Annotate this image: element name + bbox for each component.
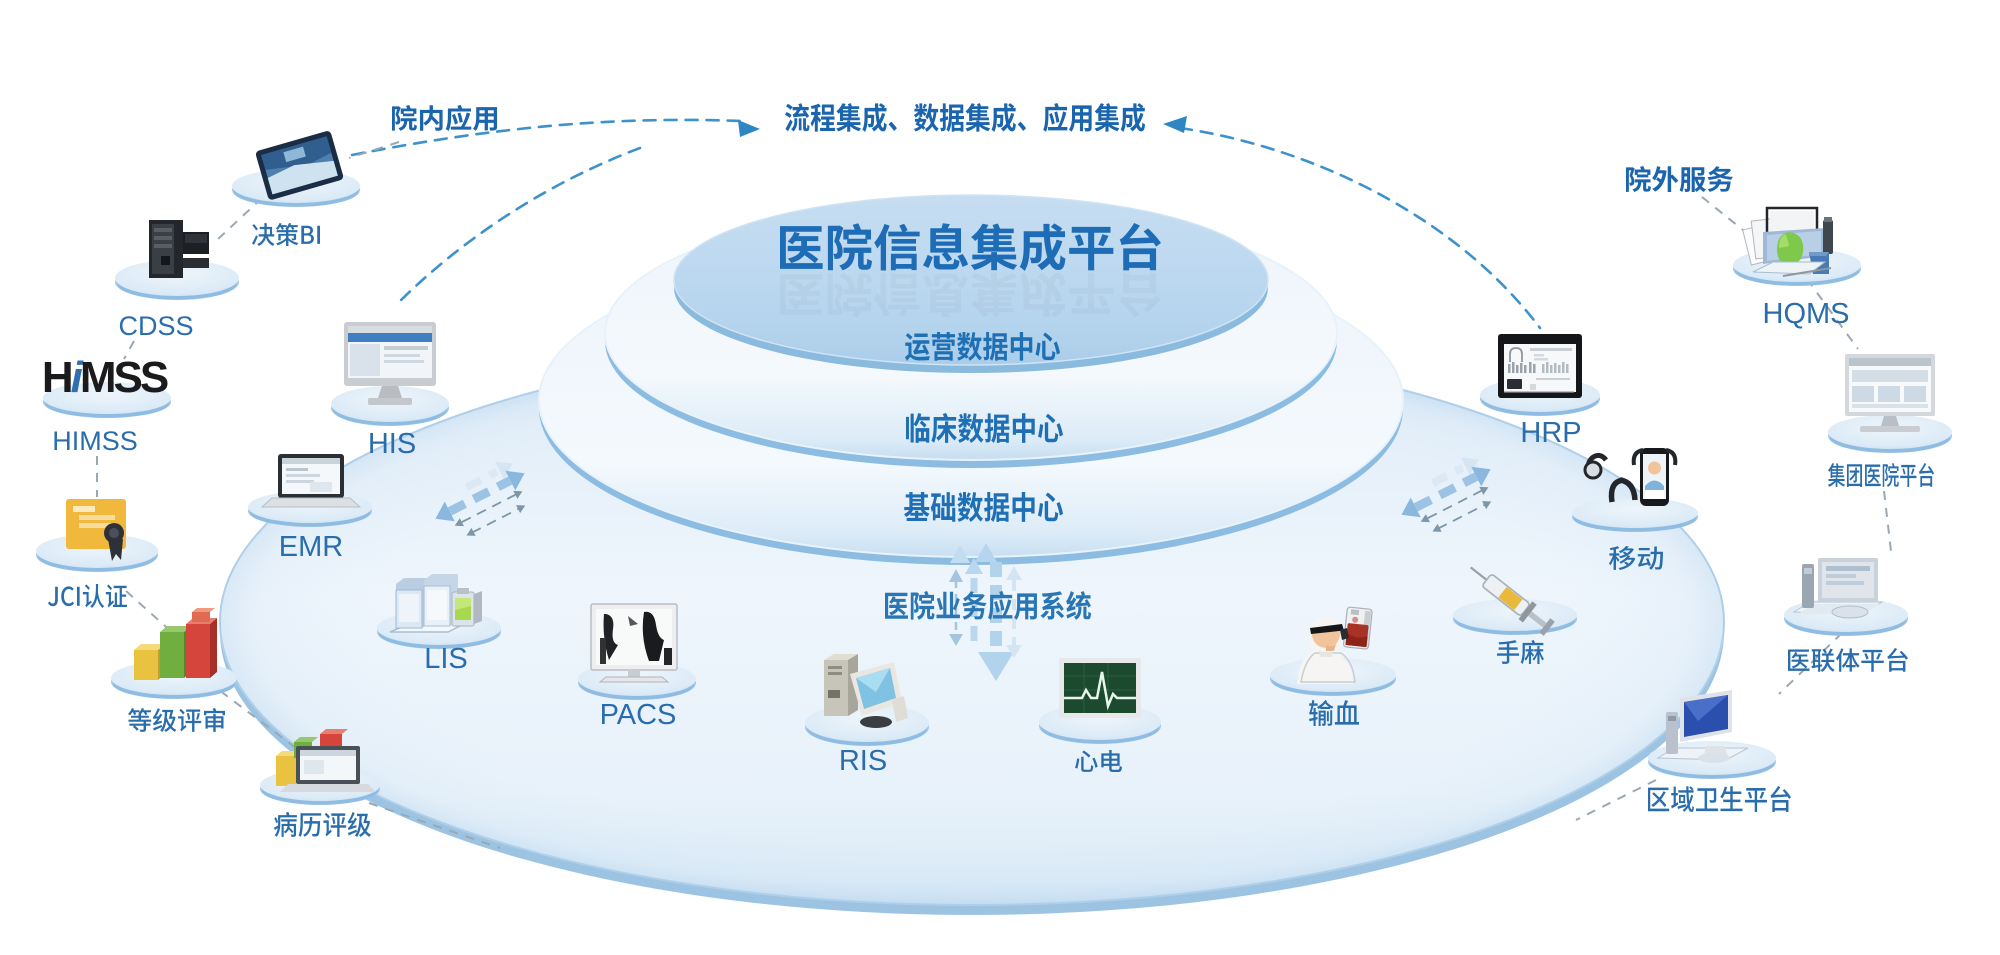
svg-text:HiMSS: HiMSS xyxy=(42,353,168,402)
svg-text:LIS: LIS xyxy=(424,643,468,675)
svg-text:CDSS: CDSS xyxy=(118,311,193,341)
svg-text:HIMSS: HIMSS xyxy=(52,426,138,456)
svg-text:PACS: PACS xyxy=(600,699,677,731)
svg-text:HRP: HRP xyxy=(1520,417,1581,449)
svg-text:RIS: RIS xyxy=(839,745,887,777)
svg-text:EMR: EMR xyxy=(279,531,343,563)
svg-text:HIS: HIS xyxy=(368,428,416,460)
svg-text:HQMS: HQMS xyxy=(1763,298,1850,330)
